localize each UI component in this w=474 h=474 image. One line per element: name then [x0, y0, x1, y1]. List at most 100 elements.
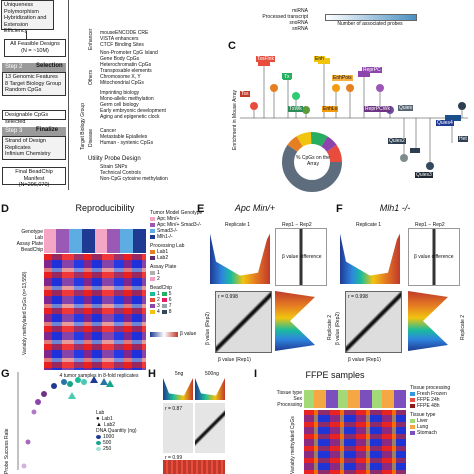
- chip-legend-title: BeadChip: [150, 285, 172, 291]
- feature-label: Quies4: [436, 120, 454, 126]
- disease-group-label: Disease: [88, 128, 94, 147]
- h-r2: r = 0.99: [165, 455, 183, 461]
- transcript-labels: miRNA Processed transcript snoRNA snRNA: [258, 8, 308, 32]
- g-dna-item: 500: [96, 440, 137, 446]
- disease-list: Cancer Metastable Epialleles Human - syn…: [100, 128, 153, 146]
- g-lab-item: ▲Lab2: [96, 422, 116, 428]
- transcript-label: snRNA: [292, 26, 308, 32]
- i-row-label: Processing: [277, 402, 302, 408]
- finalize-item: Replicates: [5, 144, 31, 151]
- e-diff-label: Rep1 − Rep2: [282, 222, 312, 228]
- disease-item: Human - syntenic CpGs: [100, 140, 154, 146]
- h-density-5ng: [163, 378, 193, 400]
- i-row-labels: Tissue type Sex Processing: [256, 390, 302, 408]
- feature-label: TssFlnk: [256, 56, 275, 62]
- others-item: Mitochondrial CpGs: [100, 80, 144, 86]
- enhancer-group-label: Enhancer: [88, 28, 94, 50]
- e-title: Apc Min/+: [234, 203, 276, 213]
- chip-name: 6: [168, 297, 172, 303]
- e-replicate2: Replicate 2: [327, 314, 333, 340]
- criteria-item: Polymorphism: [4, 8, 39, 15]
- chip-name: 2: [157, 297, 160, 303]
- step2-bar: Step 2: [2, 63, 66, 72]
- utility-title: Utility Probe Design: [88, 156, 141, 162]
- designable-text: Designable CpGs selected: [5, 112, 49, 125]
- others-item: Gene Body CpGs: [100, 56, 140, 62]
- f-diff-sub: β value difference: [414, 254, 454, 260]
- d-legend: Tumor Model Genotype Apc Min/+ Apc Min/+…: [150, 210, 203, 337]
- reproducibility-title: Reproducibility: [75, 203, 135, 213]
- i-legend: Tissue processing Fresh Frozen FFPE 24h …: [410, 385, 450, 436]
- step3-label: Step 3: [5, 128, 23, 134]
- genotype-legend-item: Apc Min/+ Smad3-/-: [150, 222, 202, 228]
- lab-legend-item: Lab2: [150, 255, 202, 261]
- d-row-label: BeadChip: [21, 247, 43, 253]
- others-list: Non-Promoter CpG Island Gene Body CpGs H…: [100, 50, 158, 86]
- g-dna-value: 1000: [103, 434, 115, 440]
- target-list: Imprinting biology Mono-allelic methylat…: [100, 90, 166, 120]
- i-ylabel: Variably methylated CpGs: [290, 416, 296, 474]
- h-scatter-5ng: [163, 403, 193, 453]
- d-row-label: Genotype: [21, 229, 43, 235]
- feature-label: EnhLo: [322, 106, 339, 112]
- transcript-label: miRNA: [292, 8, 308, 14]
- d-annotation-bars: [44, 229, 146, 253]
- tissue-name: Liver: [417, 418, 428, 424]
- selection-item: Random CpGs: [5, 87, 42, 93]
- target-item: Early embryonic development: [100, 108, 166, 114]
- utility-item: Strain SNPs: [100, 164, 128, 170]
- disease-item: Metastable Epialleles: [100, 134, 148, 140]
- f-diff-plot: [408, 228, 460, 286]
- tissue-legend-item: Liver: [410, 418, 450, 424]
- d-methylation-heatmap: [44, 254, 146, 370]
- target-item: Germ cell biology: [100, 102, 139, 108]
- step3-action: Finalize: [36, 127, 59, 133]
- f-rep2-distribution: [408, 291, 448, 351]
- genotype-legend-item: Mlh1-/-: [150, 234, 202, 240]
- lab-name: Lab1: [157, 249, 169, 255]
- panel-label-c: C: [228, 40, 236, 52]
- probe-success-scatter: [17, 372, 114, 470]
- plate-legend-item: 1: [150, 270, 202, 276]
- genotype-legend-title: Tumor Model Genotype: [150, 210, 203, 216]
- feature-label: Enh: [314, 56, 325, 62]
- g-legend: Lab ●Lab1 ▲Lab2 DNA Quantity (ng) 1000 5…: [96, 410, 137, 452]
- chip-name: 4: [157, 309, 160, 315]
- feasible-count: (N = ~10M): [21, 47, 49, 54]
- target-item: Aging and epigenetic clock: [100, 114, 160, 120]
- probe-count-legend: Number of associated probes: [337, 21, 403, 27]
- processing-legend-item: FFPE 48h: [410, 403, 450, 409]
- chip-name: 1: [157, 291, 160, 297]
- f-title: Mlh1 -/-: [379, 203, 411, 213]
- i-annotation-bars: [304, 390, 406, 408]
- enhancer-item: CTCF Binding Sites: [100, 42, 144, 48]
- panel-label-f: F: [336, 203, 343, 215]
- g-dna-item: 250: [96, 446, 137, 452]
- tissue-name: Stomach: [417, 430, 437, 436]
- target-item: Mono-allelic methylation: [100, 96, 154, 102]
- criteria-item: Uniqueness: [4, 2, 34, 8]
- selection-item: 8 Target Biology Group: [5, 80, 62, 87]
- feature-label: TxWk: [288, 106, 303, 112]
- processing-name: Fresh Frozen: [417, 391, 447, 397]
- utility-item: Technical Controls: [100, 170, 141, 176]
- h-scatter-500ng: [195, 403, 225, 453]
- panel-label-h: H: [148, 368, 156, 380]
- genotype-legend-item: Smad3-/-: [150, 228, 202, 234]
- plate-legend-item: 2: [150, 276, 202, 282]
- enrichment-lollipop-plot: [240, 58, 468, 170]
- g-dna-title: DNA Quantity (ng): [96, 428, 137, 434]
- selection-item: 13 Genomic Features: [5, 74, 58, 80]
- g-lab-title: Lab: [96, 410, 105, 416]
- f-replicate2: Replicate 2: [460, 314, 466, 340]
- e-ylabel: β value (Rep2): [205, 312, 211, 345]
- genotype-legend-item: Apc Min/+: [150, 216, 202, 222]
- ffpe-title: FFPE samples: [305, 370, 365, 380]
- panel-label-g: G: [1, 368, 10, 380]
- h-density-500ng: [195, 378, 225, 400]
- feature-label: Quies: [398, 105, 414, 111]
